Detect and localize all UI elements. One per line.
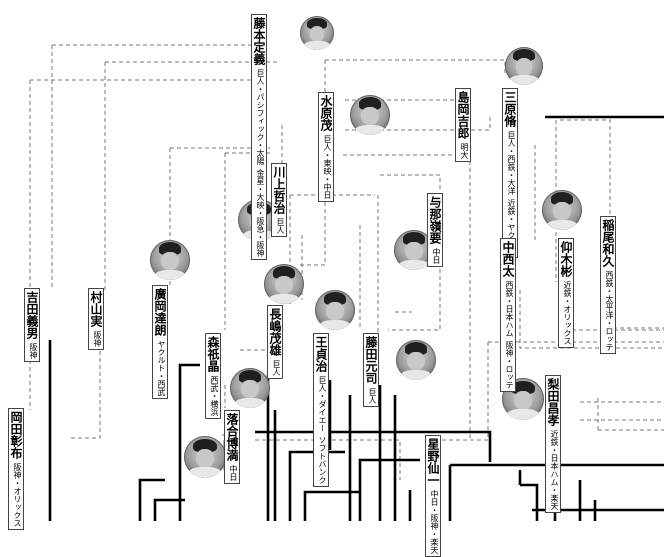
manager-box-inao: 稲尾和久西鉄・太平洋・ロッテ: [600, 216, 616, 354]
player-photo-icon: [542, 190, 582, 230]
manager-name: 稲尾和久: [601, 219, 615, 267]
manager-name: 廣岡達朗: [153, 288, 167, 336]
manager-name: 藤田元司: [364, 336, 378, 384]
player-photo-icon: [350, 95, 390, 135]
manager-name: 星野仙一: [426, 438, 440, 486]
manager-name: 森祇晶: [206, 336, 220, 372]
manager-box-kawakami: 川上哲治巨人: [271, 163, 287, 237]
manager-name: 村山実: [89, 291, 103, 327]
manager-teams: 中日・阪神・楽天: [430, 490, 439, 554]
manager-box-mizuhara: 水原茂巨人・東映・中日: [318, 92, 334, 202]
manager-teams: ヤクルト・西武: [157, 340, 166, 396]
manager-teams: 巨人: [272, 360, 281, 376]
player-photo-icon: [505, 47, 543, 85]
manager-name: 仰木彬: [559, 241, 573, 277]
manager-box-murayama: 村山実阪神: [88, 288, 104, 350]
player-photo-icon: [230, 368, 270, 408]
manager-name: 長嶋茂雄: [268, 308, 282, 356]
manager-teams: 近鉄・日本ハム・楽天: [550, 430, 559, 510]
manager-name: 王貞治: [314, 336, 328, 372]
manager-box-mihara: 三原脩巨人・西鉄・大洋近鉄・ヤクルト: [502, 88, 518, 258]
manager-teams: 巨人・ダイエー: [318, 376, 327, 432]
manager-teams: 阪神: [93, 331, 102, 347]
player-photo-icon: [396, 340, 436, 380]
manager-box-nashida: 梨田昌孝近鉄・日本ハム・楽天: [545, 375, 561, 513]
manager-teams: 近鉄・オリックス: [563, 281, 572, 345]
manager-name: 梨田昌孝: [546, 378, 560, 426]
manager-box-okada: 岡田彰布阪神・オリックス: [8, 408, 24, 530]
manager-box-fujita: 藤田元司巨人: [363, 333, 379, 407]
manager-name: 落合博満: [225, 413, 239, 461]
player-photo-icon: [264, 264, 304, 304]
manager-teams: 巨人: [276, 218, 285, 234]
manager-box-hirooka: 廣岡達朗ヤクルト・西武: [152, 285, 168, 399]
manager-teams: 西鉄・太平洋・ロッテ: [605, 271, 614, 351]
manager-name: 水原茂: [319, 95, 333, 131]
player-photo-icon: [300, 16, 334, 50]
manager-teams: 金星・大映・阪急・阪神: [256, 169, 265, 257]
manager-teams: 西武・横浜: [210, 376, 219, 416]
manager-name: 三原脩: [503, 91, 517, 127]
manager-teams: 近鉄・ヤクルト: [507, 199, 516, 255]
manager-box-yonamine: 与那嶺要中日: [427, 193, 443, 267]
manager-teams: 阪神・ロッテ: [505, 341, 514, 389]
manager-box-yoshida: 吉田義男阪神: [24, 288, 40, 362]
manager-teams: 中日: [229, 465, 238, 481]
manager-box-ochiai: 落合博満中日: [224, 410, 240, 484]
player-photo-icon: [315, 290, 355, 330]
manager-name: 川上哲治: [272, 166, 286, 214]
manager-box-mori: 森祇晶西武・横浜: [205, 333, 221, 419]
manager-name: 吉田義男: [25, 291, 39, 339]
manager-box-shimaoka: 島岡吉郎明大: [455, 88, 471, 162]
manager-teams: 巨人・東映・中日: [323, 135, 332, 199]
manager-name: 島岡吉郎: [456, 91, 470, 139]
manager-name: 中西太: [501, 241, 515, 277]
manager-teams: 巨人・西鉄・大洋: [507, 131, 516, 195]
manager-teams: 西鉄・日本ハム: [505, 281, 514, 337]
manager-name: 与那嶺要: [428, 196, 442, 244]
player-photo-icon: [184, 436, 226, 478]
manager-teams: 阪神: [29, 343, 38, 359]
manager-box-ogi: 仰木彬近鉄・オリックス: [558, 238, 574, 348]
manager-teams: 巨人・パシフィック・太陽: [256, 69, 265, 165]
manager-teams: ソフトバンク: [318, 436, 327, 484]
manager-box-fujimoto: 藤本定義巨人・パシフィック・太陽金星・大映・阪急・阪神: [251, 14, 267, 260]
manager-name: 岡田彰布: [9, 411, 23, 459]
manager-box-oh: 王貞治巨人・ダイエーソフトバンク: [313, 333, 329, 487]
manager-teams: 中日: [432, 248, 441, 264]
manager-teams: 阪神・オリックス: [13, 463, 22, 527]
manager-teams: 明大: [460, 143, 469, 159]
manager-teams: 巨人: [368, 388, 377, 404]
manager-name: 藤本定義: [252, 17, 266, 65]
manager-box-nakanishi: 中西太西鉄・日本ハム阪神・ロッテ: [500, 238, 516, 392]
player-photo-icon: [150, 240, 190, 280]
manager-box-nagashima: 長嶋茂雄巨人: [267, 305, 283, 379]
manager-box-hoshino: 星野仙一中日・阪神・楽天: [425, 435, 441, 557]
